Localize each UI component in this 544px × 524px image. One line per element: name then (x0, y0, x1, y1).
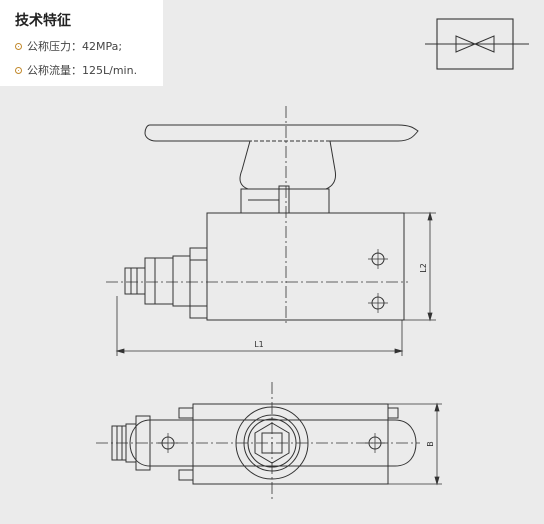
top-flange (129, 419, 417, 467)
spec-item-flow: 公称流量： 125L/min. (15, 62, 137, 78)
valve-symbol-icon (425, 18, 529, 70)
spec-value: 42MPa; (82, 39, 123, 53)
port-tip (124, 267, 146, 295)
stem-block (240, 188, 330, 214)
valve-body (206, 212, 405, 321)
front-view (106, 106, 419, 326)
top-body (192, 403, 389, 485)
port-body (144, 257, 174, 305)
dimension-l1-label: L1 (254, 340, 264, 349)
spec-label: 公称压力： (27, 40, 82, 53)
dimension-l2 (404, 211, 436, 322)
dimension-l1 (115, 296, 404, 356)
handle-lever (144, 124, 419, 190)
top-port-tip (111, 425, 127, 461)
top-view (96, 382, 420, 500)
spec-value: 125L/min. (82, 63, 138, 77)
dimension-b-label: B (426, 441, 435, 447)
dimension-l2-label: L2 (419, 263, 428, 273)
dimension-b (388, 402, 442, 486)
bullet-icon (15, 66, 22, 74)
bullet-icon (15, 42, 22, 50)
spec-title: 技术特征 (15, 13, 71, 29)
port-nut (189, 247, 208, 319)
spec-label: 公称流量： (27, 64, 82, 77)
spec-card: 技术特征 公称压力： 42MPa; 公称流量： 125L/min. (0, 0, 163, 86)
spec-item-pressure: 公称压力： 42MPa; (15, 38, 122, 54)
